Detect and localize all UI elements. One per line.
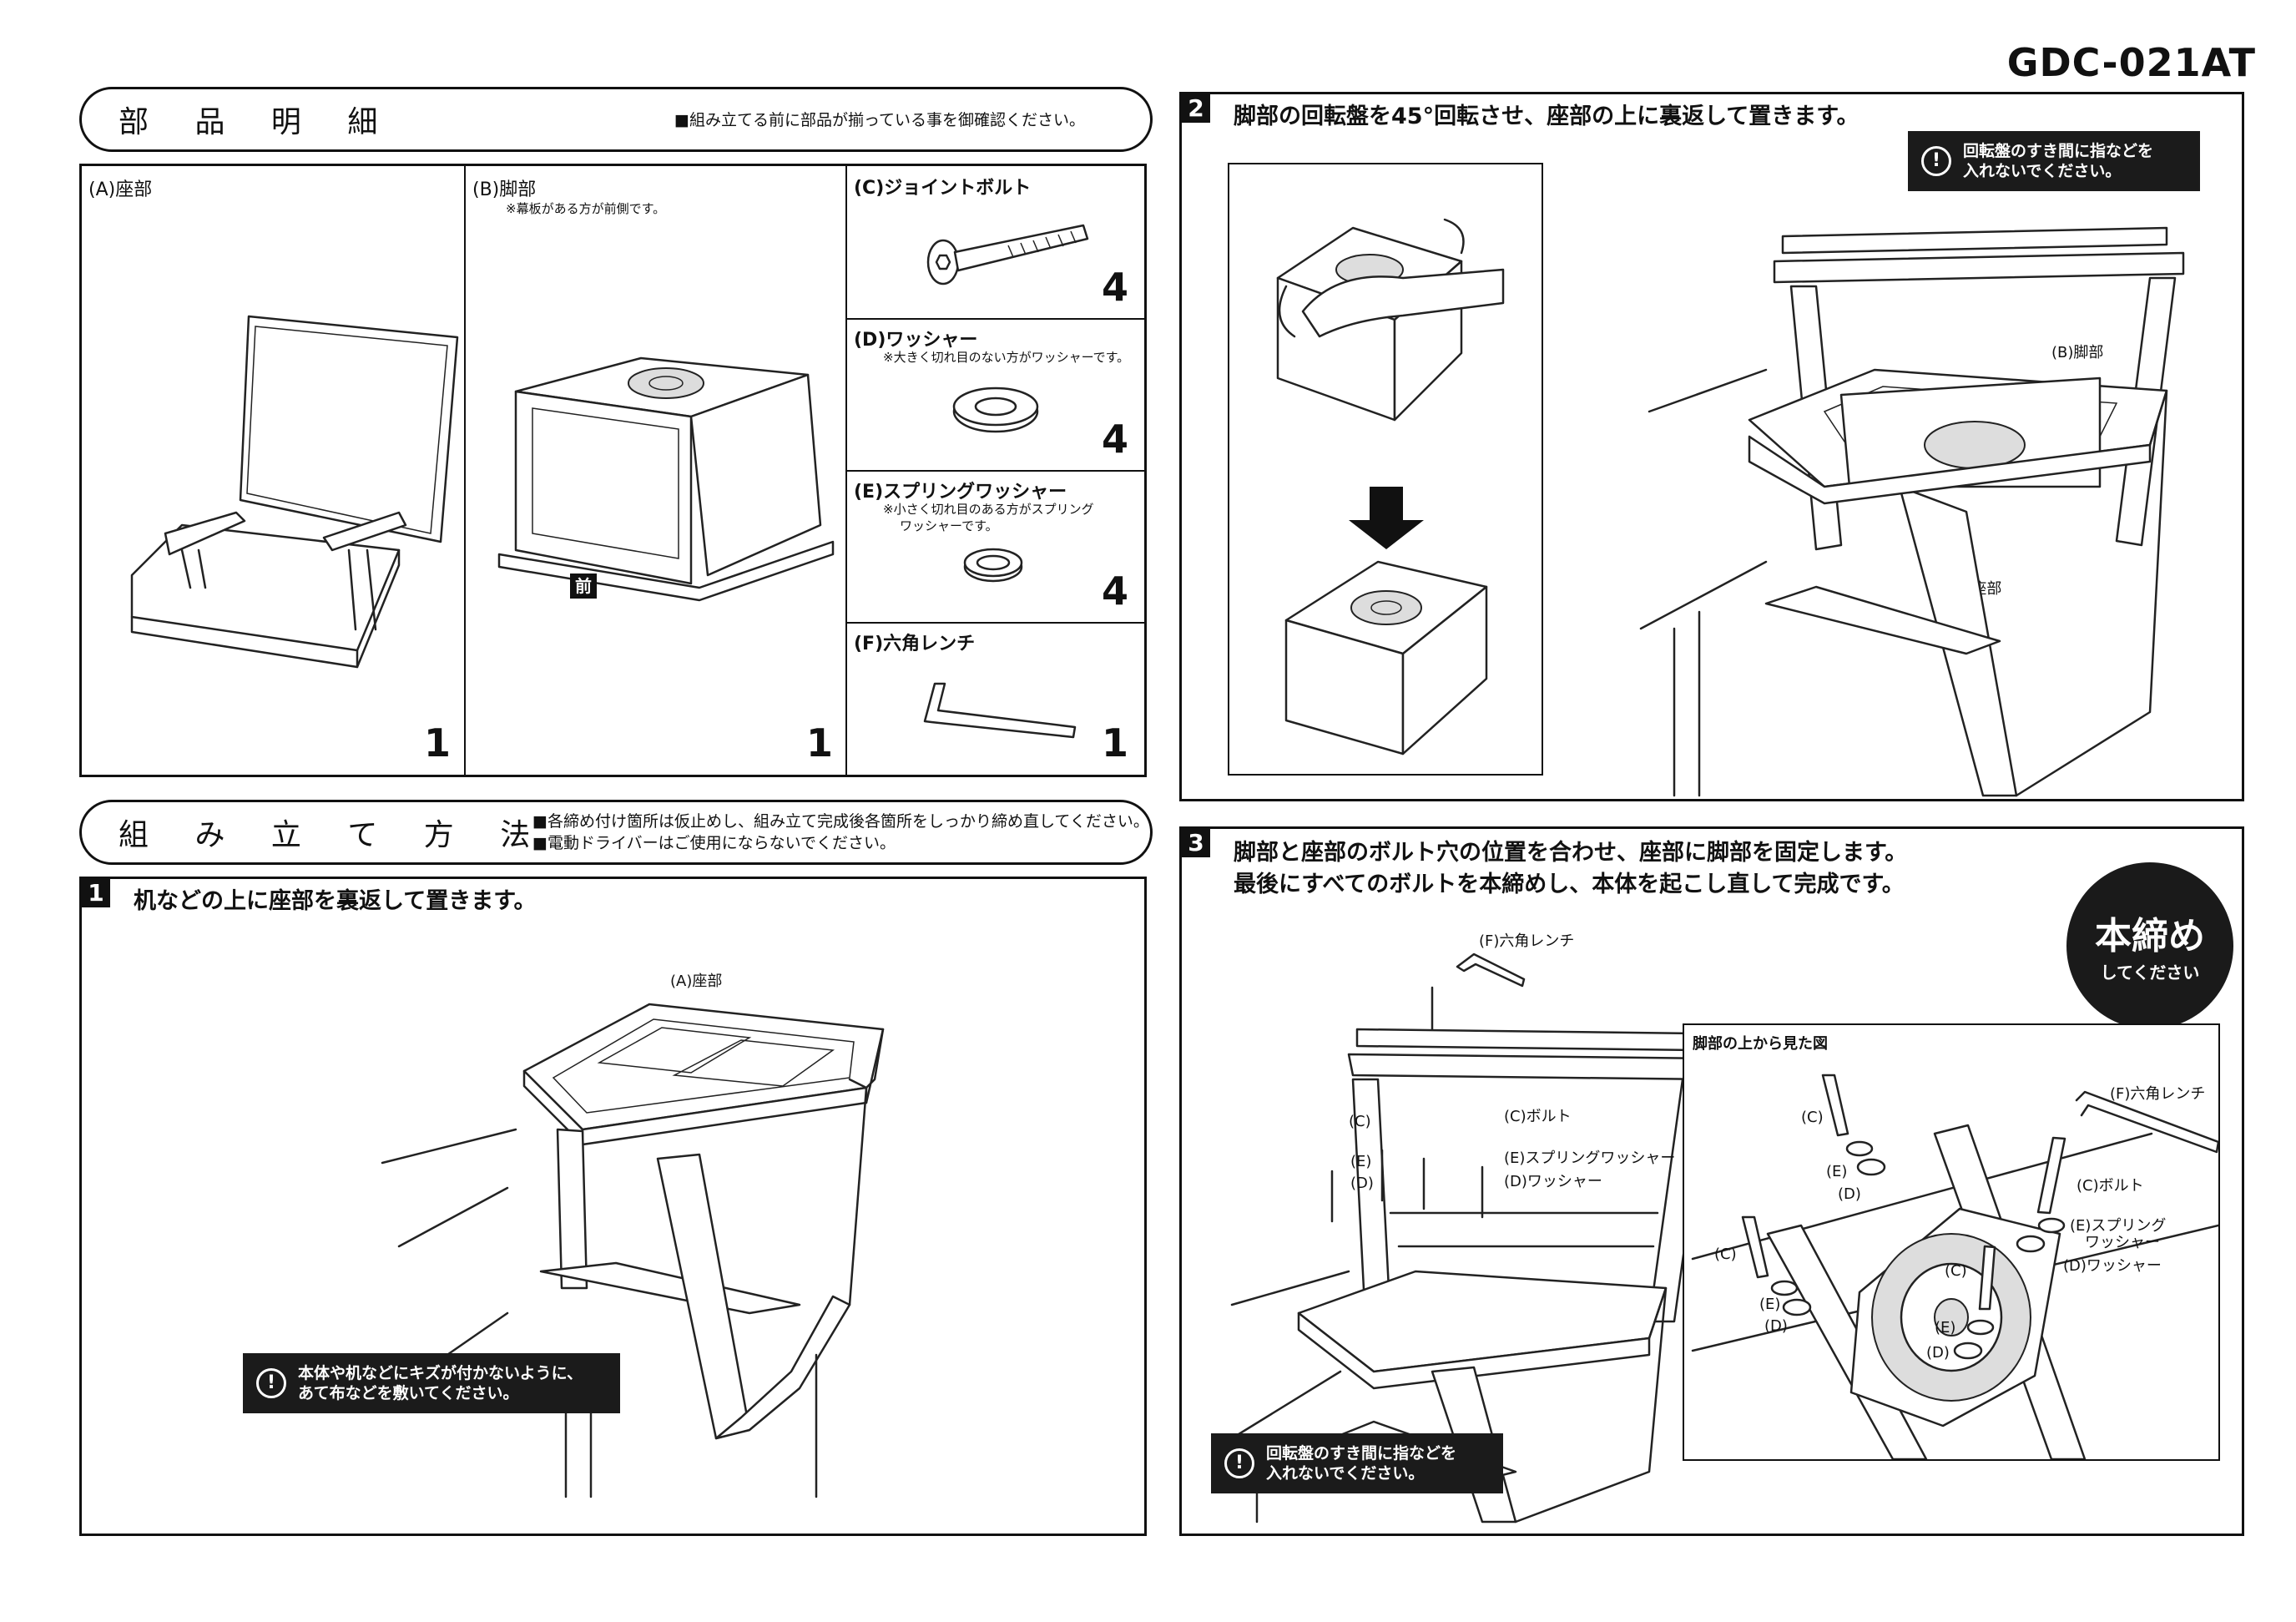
step-1-illustration: [381, 1003, 885, 1498]
hex-wrench-icon: [923, 682, 1077, 739]
parts-title: 部 品 明 細: [119, 105, 396, 139]
step-1-warning: ! 本体や机などにキズが付かないように、あて布などを敷いてください。: [243, 1353, 620, 1413]
step-2-illustration: [1639, 226, 2185, 797]
part-f-label: (F)六角レンチ: [854, 634, 976, 654]
rotation-illustration: [1276, 218, 1505, 755]
tv-label-e-1: (E): [1826, 1163, 1848, 1180]
tv-label-spring-1: (E)スプリング: [2070, 1217, 2167, 1235]
step-3-wrench-label: (F)六角レンチ: [1479, 932, 1575, 950]
part-f-qty: 1: [1102, 720, 1129, 766]
step-1-panel: 1 机などの上に座部を裏返して置きます。 (A)座部 ! 本体や机などにキズが付…: [79, 877, 1147, 1536]
warning-icon: !: [1921, 146, 1951, 176]
tv-label-e-3: (E): [1935, 1319, 1956, 1337]
front-marker: 前: [570, 574, 597, 599]
step-2-panel: 2 脚部の回転盤を45°回転させ、座部の上に裏返して置きます。 ! 回転盤のすき…: [1179, 92, 2244, 801]
seat-illustration: [130, 315, 459, 669]
step-2-number: 2: [1182, 94, 1210, 123]
assembly-note-1: ■各締め付け箇所は仮止めし、組み立て完成後各箇所をしっかり締め直してください。: [532, 812, 1149, 831]
tighten-badge-sub: してください: [2100, 963, 2200, 983]
step-3-warning: ! 回転盤のすき間に指などを入れないでください。: [1211, 1433, 1503, 1493]
part-a-qty: 1: [424, 720, 452, 766]
part-e-note2: ワッシャーです。: [900, 518, 998, 533]
warning-icon: !: [256, 1368, 286, 1398]
warning-icon: !: [1224, 1448, 1254, 1478]
parts-note: ■組み立てる前に部品が揃っている事を御確認ください。: [674, 111, 1086, 129]
assembly-header: 組 み 立 て 方 法 ■各締め付け箇所は仮止めし、組み立て完成後各箇所をしっか…: [79, 800, 1153, 865]
step-1-warning-line-1: 本体や机などにキズが付かないように、: [298, 1364, 583, 1382]
step-2-leg-label: (B)脚部: [2051, 344, 2104, 361]
tv-label-e-2: (E): [1759, 1296, 1781, 1313]
label-d-1: (D): [1350, 1175, 1374, 1192]
label-bolt: (C)ボルト: [1504, 1108, 1572, 1125]
label-e-1: (E): [1350, 1153, 1372, 1170]
assembly-note-2: ■電動ドライバーはご使用にならないでください。: [532, 834, 896, 852]
tighten-badge: 本締め してください: [2066, 862, 2233, 1029]
part-c-qty: 4: [1102, 265, 1129, 310]
tv-label-c-2: (C): [1714, 1246, 1737, 1263]
tv-label-c-3: (C): [1945, 1262, 1967, 1280]
bolt-icon: [926, 224, 1089, 285]
part-e-qty: 4: [1102, 568, 1129, 614]
part-b-note: ※幕板がある方が前側です。: [506, 201, 666, 216]
label-spring-washer: (E)スプリングワッシャー: [1504, 1150, 1676, 1167]
part-c-label: (C)ジョイントボルト: [854, 178, 1032, 199]
step-3-text-2: 最後にすべてのボルトを本締めし、本体を起こし直して完成です。: [1234, 872, 1905, 897]
tv-label-d-2: (D): [1764, 1317, 1788, 1335]
washer-icon: [952, 387, 1039, 433]
step-3-text-1: 脚部と座部のボルト穴の位置を合わせ、座部に脚部を固定します。: [1234, 840, 1908, 866]
tv-label-washer: (D)ワッシャー: [2063, 1257, 2162, 1275]
leg-frame-illustration: [497, 356, 835, 602]
parts-header: 部 品 明 細 ■組み立てる前に部品が揃っている事を御確認ください。: [79, 87, 1153, 152]
top-view-illustration: [1691, 1074, 2218, 1459]
spring-washer-icon: [963, 548, 1023, 583]
tv-label-spring-2: ワッシャー: [2085, 1234, 2160, 1251]
rotation-inset: [1228, 163, 1543, 776]
tighten-badge-main: 本締め: [2095, 915, 2205, 958]
tv-label-c-1: (C): [1801, 1109, 1824, 1126]
part-d-label: (D)ワッシャー: [854, 330, 978, 351]
step-3-warning-line-1: 回転盤のすき間に指などを: [1266, 1444, 1457, 1463]
tv-label-d-3: (D): [1926, 1344, 1950, 1362]
part-d-note: ※大きく切れ目のない方がワッシャーです。: [883, 350, 1130, 365]
part-d-qty: 4: [1102, 417, 1129, 462]
step-3-panel: 3 脚部と座部のボルト穴の位置を合わせ、座部に脚部を固定します。 最後にすべての…: [1179, 826, 2244, 1536]
step-1-seat-label: (A)座部: [670, 973, 723, 990]
part-b-qty: 1: [806, 720, 834, 766]
part-e-note1: ※小さく切れ目のある方がスプリング: [883, 502, 1094, 517]
step-1-text: 机などの上に座部を裏返して置きます。: [134, 888, 537, 914]
tv-label-bolt: (C)ボルト: [2076, 1177, 2144, 1195]
step-3-warning-line-2: 入れないでください。: [1266, 1464, 1425, 1483]
top-view-title: 脚部の上から見た図: [1693, 1035, 1828, 1053]
tv-label-d-1: (D): [1838, 1185, 1861, 1203]
top-view-inset: 脚部の上から見た図 (C) (E) (D) (C) (E): [1683, 1023, 2220, 1461]
label-c-1: (C): [1349, 1113, 1371, 1130]
step-2-warning-line-2: 入れないでください。: [1963, 162, 2122, 180]
step-2-warning: ! 回転盤のすき間に指などを入れないでください。: [1908, 131, 2200, 191]
part-a-label: (A)座部: [88, 179, 153, 200]
step-2-warning-line-1: 回転盤のすき間に指などを: [1963, 142, 2154, 160]
label-washer: (D)ワッシャー: [1504, 1173, 1602, 1190]
step-2-text: 脚部の回転盤を45°回転させ、座部の上に裏返して置きます。: [1234, 104, 1860, 129]
tv-label-wrench: (F)六角レンチ: [2110, 1085, 2206, 1103]
assembly-title: 組 み 立 て 方 法: [119, 818, 549, 852]
model-number: GDC-021AT: [2006, 40, 2256, 85]
step-1-warning-line-2: あて布などを敷いてください。: [298, 1384, 519, 1402]
step-1-number: 1: [82, 879, 110, 907]
parts-table: (A)座部 1 (B)脚部 ※幕板がある方が前側です。 前 1 (C)ジョイント…: [79, 164, 1147, 777]
part-b-label: (B)脚部: [472, 179, 537, 200]
step-3-number: 3: [1182, 829, 1210, 857]
part-e-label: (E)スプリングワッシャー: [854, 482, 1067, 503]
